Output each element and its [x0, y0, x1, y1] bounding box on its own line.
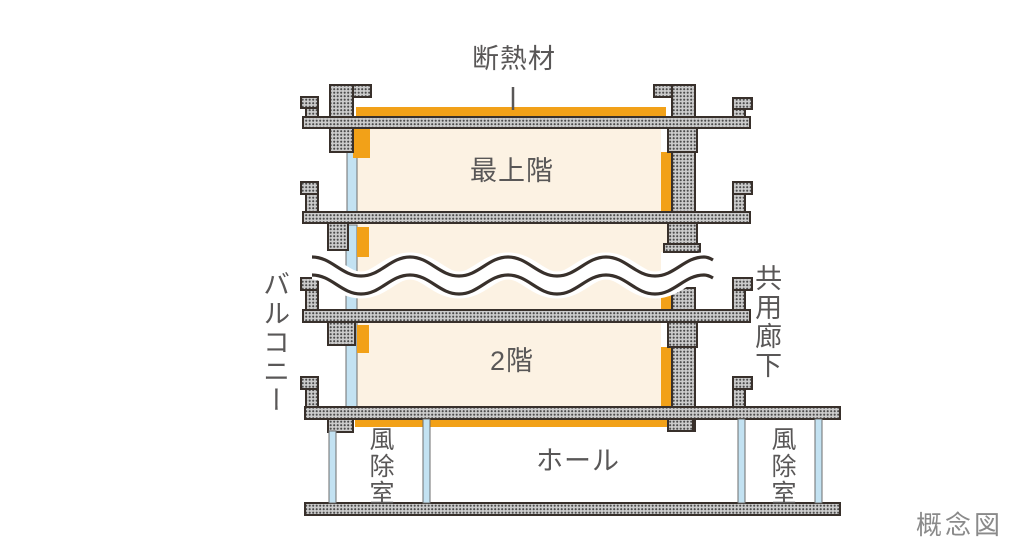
shared-corridor-label: 共用廊下	[751, 264, 782, 380]
ground-floor-glass-walls	[328, 418, 823, 504]
hall-label: ホール	[536, 446, 620, 476]
top-floor-label: 最上階	[470, 156, 554, 186]
balcony-parapets	[300, 96, 319, 408]
windbreak-room-label-right: 風除室	[768, 426, 796, 507]
insulation-label: 断熱材	[472, 44, 556, 74]
balcony-label: バルコニー	[259, 270, 290, 415]
upper-floor-slab	[302, 211, 751, 224]
ground-slab	[304, 502, 841, 516]
second-floor-label: 2階	[489, 346, 535, 376]
roof-slab	[302, 116, 751, 129]
corridor-parapets	[732, 97, 753, 408]
second-floor-ceiling-slab	[302, 309, 751, 323]
ground-ceiling-slab	[304, 406, 841, 420]
windbreak-room-label-left: 風除室	[366, 426, 394, 507]
diagram-caption: 概念図	[916, 511, 1004, 540]
